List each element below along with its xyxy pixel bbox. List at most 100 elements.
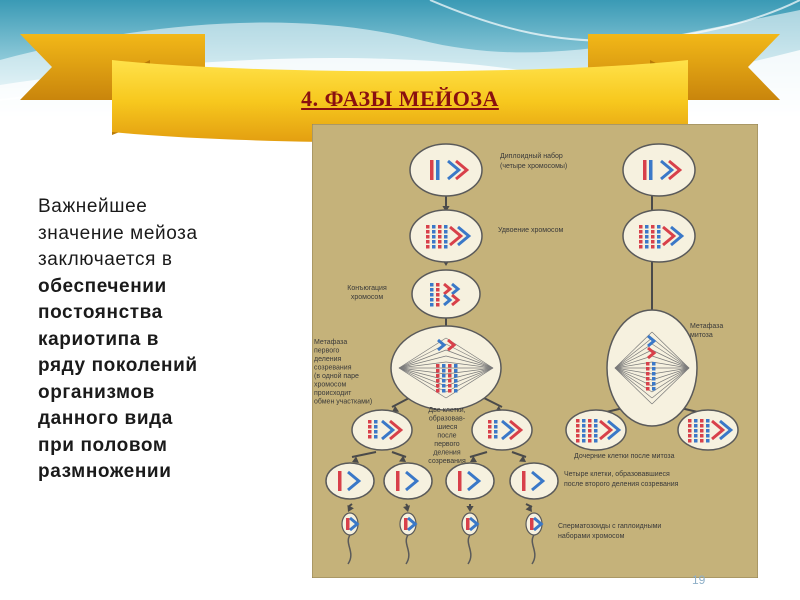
- chromatid-segment: [454, 364, 458, 368]
- chromatid-segment: [436, 389, 440, 393]
- text-line: заключается в: [38, 249, 173, 270]
- chromatid-segment: [436, 283, 440, 287]
- spindle-fiber: [651, 367, 690, 393]
- chromatid-segment: [688, 429, 692, 433]
- spindle-fiber: [445, 349, 494, 369]
- chromatid-segment: [430, 303, 434, 307]
- chromatid-segment: [374, 430, 378, 434]
- chromatid-segment: [657, 235, 661, 239]
- spindle-fiber: [445, 367, 494, 381]
- chromosome: [531, 470, 546, 492]
- chromatid-segment: [645, 245, 649, 249]
- cell-membrane: [383, 462, 433, 500]
- chromatid-segment: [444, 225, 448, 229]
- diagram-label: первого: [434, 441, 460, 448]
- chromosome: [405, 470, 420, 492]
- chromatid-segment: [368, 435, 372, 439]
- flow-arrow: [466, 504, 474, 512]
- chromatid-segment: [588, 424, 592, 428]
- chromatid-segment: [651, 245, 655, 249]
- chromatid-segment: [454, 369, 458, 373]
- cell: [606, 309, 698, 427]
- spindle-fiber: [445, 367, 494, 387]
- chromosome: [437, 338, 447, 352]
- chromatid-segment: [688, 419, 692, 423]
- chromatid-segment: [594, 434, 598, 438]
- chromosome: [599, 419, 614, 441]
- flow-arrow: [347, 503, 354, 512]
- spindle-fiber: [614, 367, 653, 375]
- chromatid-segment: [646, 387, 650, 391]
- text-line: обеспечении: [38, 275, 167, 297]
- cell-membrane: [471, 409, 533, 451]
- spermatozoon: [461, 512, 480, 565]
- chromatid-segment: [651, 235, 655, 239]
- chromatid-segment: [430, 298, 434, 302]
- chromatid-segment: [430, 288, 434, 292]
- flow-arrow: [469, 451, 488, 463]
- spindle-fiber: [614, 367, 653, 393]
- flow-arrow: [351, 451, 377, 464]
- chromosome: [404, 518, 408, 530]
- cell: [411, 269, 481, 319]
- chromosome: [647, 346, 657, 360]
- chromosome: [449, 225, 464, 247]
- chromatid-segment: [700, 434, 704, 438]
- diagram-label: Диплоидный набор: [500, 152, 563, 160]
- cell: [565, 409, 627, 451]
- chromatid-segment: [588, 429, 592, 433]
- chromatid-segment: [448, 369, 452, 373]
- chromatid-segment: [645, 230, 649, 234]
- chromosome: [660, 159, 675, 181]
- chromosome: [396, 471, 400, 491]
- chromosome: [457, 225, 472, 247]
- chromosome: [451, 282, 461, 296]
- cell-membrane: [351, 409, 413, 451]
- spindle-fiber: [651, 355, 690, 369]
- diagram-label: хромосом: [314, 382, 346, 389]
- chromatid-segment: [438, 240, 442, 244]
- chromosome: [436, 160, 440, 180]
- chromosome: [501, 419, 516, 441]
- chromatid-segment: [430, 283, 434, 287]
- chromatid-segment: [426, 245, 430, 249]
- sperm-tail: [347, 534, 352, 565]
- text-line: размножении: [38, 461, 172, 482]
- chromatid-segment: [368, 420, 372, 424]
- chromatid-segment: [374, 425, 378, 429]
- chromatid-segment: [652, 382, 656, 386]
- cell: [409, 143, 483, 197]
- chromosome: [670, 225, 685, 247]
- chromatid-segment: [639, 235, 643, 239]
- spindle-fiber: [651, 337, 690, 369]
- text-line: постоянства: [38, 302, 163, 323]
- cell: [325, 462, 375, 500]
- chromatid-segment: [688, 424, 692, 428]
- text-line: значение мейоза: [38, 222, 198, 244]
- cell: [471, 409, 533, 451]
- chromatid-segment: [374, 435, 378, 439]
- chromatid-segment: [582, 419, 586, 423]
- diagram-label: Сперматозоиды с гаплоидными: [558, 523, 661, 530]
- chromatid-segment: [426, 225, 430, 229]
- chromatid-segment: [694, 434, 698, 438]
- chromosome: [407, 516, 418, 532]
- page-number: 19: [692, 573, 706, 587]
- chromatid-segment: [444, 245, 448, 249]
- chromatid-segment: [576, 434, 580, 438]
- chromosome: [522, 471, 526, 491]
- chromatid-segment: [639, 240, 643, 244]
- chromatid-segment: [436, 374, 440, 378]
- text-line: ряду поколений: [38, 355, 198, 376]
- spindle-fiber: [398, 367, 447, 381]
- chromatid-segment: [444, 235, 448, 239]
- chromatid-segment: [432, 245, 436, 249]
- chromatid-segment: [706, 419, 710, 423]
- chromosome: [338, 471, 342, 491]
- spindle-fiber: [398, 367, 447, 399]
- chromosome: [443, 293, 453, 307]
- diagram-label: деления: [433, 450, 460, 457]
- diagram-label: наборами хромосом: [558, 532, 625, 540]
- text-line: данного вида: [38, 408, 173, 429]
- diagram-label: образовав-: [429, 415, 466, 423]
